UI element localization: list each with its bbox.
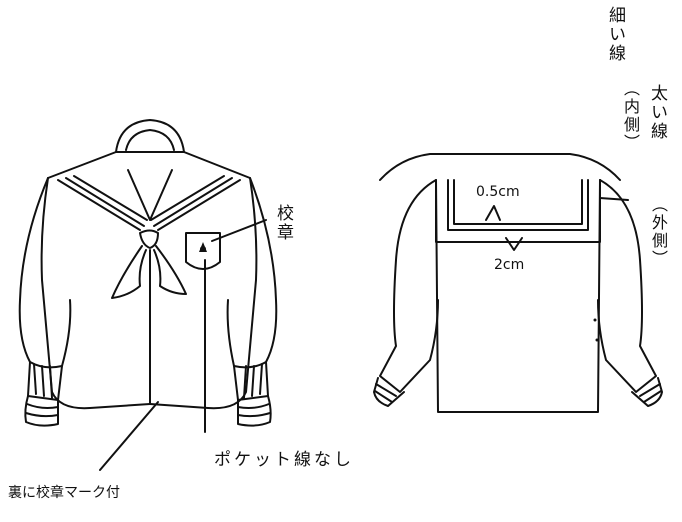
front-right-sleeve bbox=[226, 177, 278, 401]
front-left-sleeve bbox=[18, 177, 72, 401]
label-emblem-on-back: 裏に校章マーク付 bbox=[8, 485, 120, 501]
back-right-sleeve bbox=[597, 179, 657, 393]
label-half-cm: 0.5cm bbox=[476, 184, 520, 200]
back-body bbox=[435, 179, 601, 413]
label-no-pocket-line: ポケット線なし bbox=[214, 450, 354, 470]
front-view bbox=[18, 119, 278, 471]
scarf-knot bbox=[139, 229, 159, 249]
label-two-cm: 2cm bbox=[494, 257, 525, 273]
label-inner: （内側） bbox=[621, 80, 640, 152]
label-outer: （外側） bbox=[649, 196, 668, 268]
label-school-emblem: 校章 bbox=[273, 204, 293, 242]
label-thick-line: 太い線 bbox=[647, 84, 667, 141]
back-view bbox=[373, 153, 663, 413]
front-collar bbox=[47, 151, 251, 179]
label-thin-line: 細い線 bbox=[605, 6, 625, 63]
front-body bbox=[40, 177, 151, 410]
back-collar bbox=[379, 153, 621, 181]
front-neck bbox=[115, 119, 185, 153]
back-left-sleeve bbox=[379, 179, 439, 393]
scarf bbox=[111, 245, 147, 299]
